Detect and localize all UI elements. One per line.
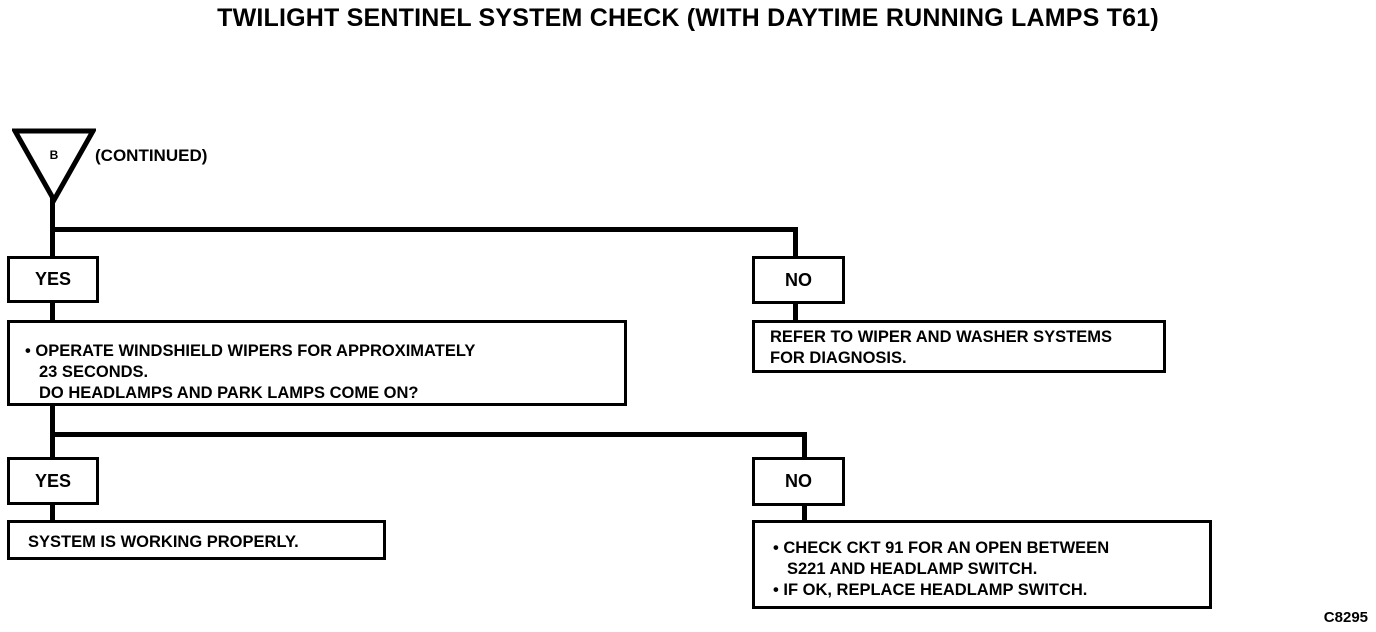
step1-yes-label: YES	[7, 256, 99, 303]
connector-triangle-icon: B	[12, 128, 96, 204]
result-line: FOR DIAGNOSIS.	[770, 349, 907, 367]
flow-line	[50, 300, 55, 322]
result-line: • IF OK, REPLACE HEADLAMP SWITCH.	[773, 581, 1088, 599]
figure-code: C8295	[1323, 609, 1368, 626]
result-line: S221 AND HEADLAMP SWITCH.	[787, 560, 1038, 578]
flow-line	[50, 227, 798, 232]
flow-line	[802, 432, 807, 459]
step1-no-result-box: REFER TO WIPER AND WASHER SYSTEMS FOR DI…	[752, 320, 1166, 373]
flow-line	[802, 503, 807, 522]
continued-note: (CONTINUED)	[95, 146, 208, 165]
flow-line	[50, 403, 55, 459]
result-line: REFER TO WIPER AND WASHER SYSTEMS	[770, 328, 1112, 346]
action-line: • OPERATE WINDSHIELD WIPERS FOR APPROXIM…	[25, 342, 476, 360]
action-line: DO HEADLAMPS AND PARK LAMPS COME ON?	[39, 384, 419, 402]
flow-line	[50, 432, 807, 437]
step2-no-result-box: • CHECK CKT 91 FOR AN OPEN BETWEEN S221 …	[752, 520, 1212, 609]
step2-yes-result-box: SYSTEM IS WORKING PROPERLY.	[7, 520, 386, 560]
page-title: TWILIGHT SENTINEL SYSTEM CHECK (WITH DAY…	[217, 4, 1159, 32]
result-line: SYSTEM IS WORKING PROPERLY.	[28, 533, 299, 551]
step1-no-label: NO	[752, 256, 845, 304]
result-line: • CHECK CKT 91 FOR AN OPEN BETWEEN	[773, 539, 1110, 557]
flow-line	[793, 227, 798, 258]
action-line: 23 SECONDS.	[39, 363, 149, 381]
step2-yes-label: YES	[7, 457, 99, 505]
flow-line	[793, 301, 798, 322]
flow-line	[50, 502, 55, 522]
connector-letter: B	[50, 148, 59, 162]
step2-no-label: NO	[752, 457, 845, 506]
step1-action-box: • OPERATE WINDSHIELD WIPERS FOR APPROXIM…	[7, 320, 627, 406]
